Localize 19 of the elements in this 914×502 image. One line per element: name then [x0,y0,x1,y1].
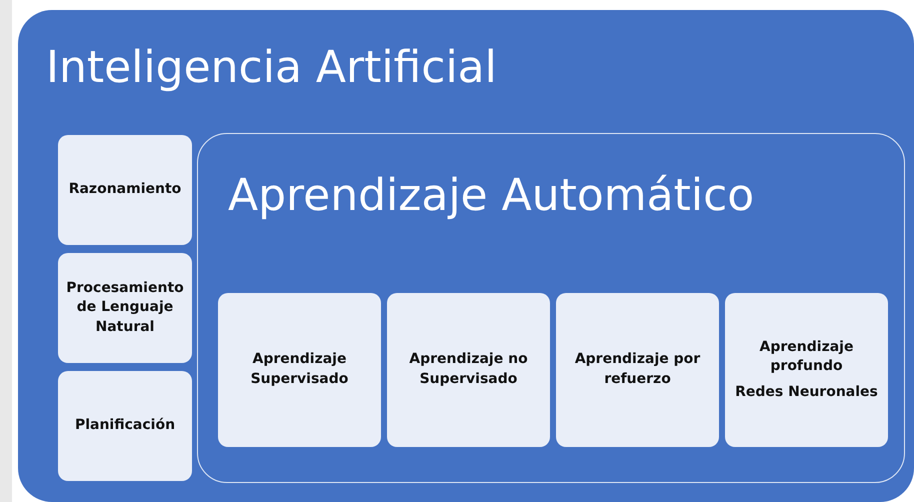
card-label: Aprendizaje no Supervisado [408,350,529,389]
panel-title: Inteligencia Artificial [46,42,497,93]
panel-title: Aprendizaje Automático [228,170,754,221]
card-label: Redes Neuronales [735,382,878,402]
card-label: Razonamiento [68,180,182,200]
category-card [58,371,192,481]
category-card [58,253,192,363]
card-label: Planificación [74,416,176,436]
card-label: Procesamiento de Lenguaje Natural [65,278,185,337]
card-label: Aprendizaje por refuerzo [574,350,702,389]
category-card [58,135,192,245]
container-panel [18,10,914,502]
category-card [556,293,719,447]
category-card [725,293,888,447]
card-label: Aprendizaje Supervisado [250,350,350,389]
group-frame [197,133,905,483]
category-card [218,293,381,447]
category-card [387,293,550,447]
card-label: Aprendizaje profundo [758,338,854,376]
